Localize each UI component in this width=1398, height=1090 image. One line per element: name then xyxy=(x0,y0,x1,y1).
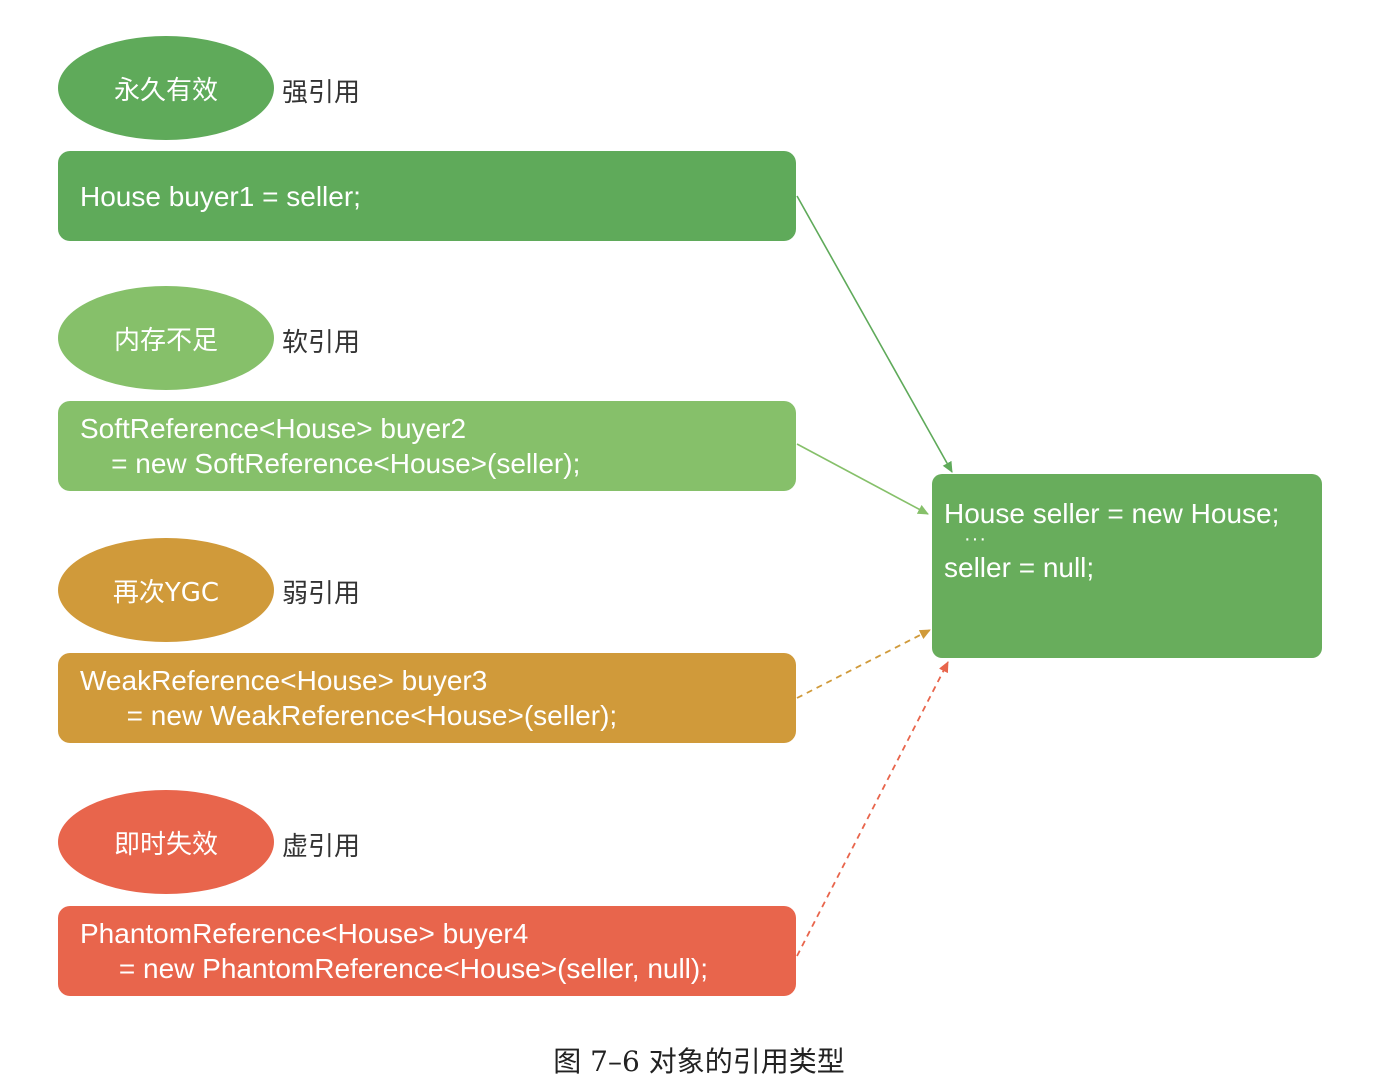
phantom-ref-arrow xyxy=(796,661,949,957)
seller-object-line-2: seller = null; xyxy=(944,552,1095,583)
seller-object-box: House seller = new House; ··· seller = n… xyxy=(932,474,1322,658)
phantom-ref-code-line-1: PhantomReference<House> buyer4 xyxy=(80,918,529,949)
seller-object-ellipsis: ··· xyxy=(964,528,987,550)
phantom-ref-code-box: PhantomReference<House> buyer4 = new Pha… xyxy=(58,906,796,996)
soft-ref-oval: 内存不足 xyxy=(58,286,274,390)
strong-ref-code-line-1: House buyer1 = seller; xyxy=(80,180,361,212)
figure-caption: 图 7–6 对象的引用类型 xyxy=(553,1045,845,1078)
weak-ref-label: 弱引用 xyxy=(282,579,361,609)
weak-ref-code-box: WeakReference<House> buyer3 = new WeakRe… xyxy=(58,653,796,743)
soft-ref-code-line-1: SoftReference<House> buyer2 xyxy=(80,413,467,444)
weak-ref-code-line-1: WeakReference<House> buyer3 xyxy=(80,665,488,696)
soft-ref-code-box: SoftReference<House> buyer2 = new SoftRe… xyxy=(58,401,796,491)
strong-ref-oval: 永久有效 xyxy=(58,36,274,140)
phantom-ref-label: 虚引用 xyxy=(282,832,361,862)
phantom-ref-code-line-2: = new PhantomReference<House>(seller, nu… xyxy=(80,953,709,984)
weak-ref-oval: 再次YGC xyxy=(58,538,274,642)
strong-ref-code-box: House buyer1 = seller; xyxy=(58,151,796,241)
phantom-ref-oval: 即时失效 xyxy=(58,790,274,894)
soft-ref-code-line-2: = new SoftReference<House>(seller); xyxy=(80,448,581,479)
soft-ref-arrow xyxy=(796,443,929,515)
soft-ref-label: 软引用 xyxy=(282,328,361,358)
weak-ref-code-line-2: = new WeakReference<House>(seller); xyxy=(80,700,618,731)
seller-object-line-1: House seller = new House; xyxy=(944,498,1280,529)
strong-ref-arrow xyxy=(796,195,953,473)
weak-ref-arrow xyxy=(796,629,931,699)
strong-ref-label: 强引用 xyxy=(282,78,361,108)
